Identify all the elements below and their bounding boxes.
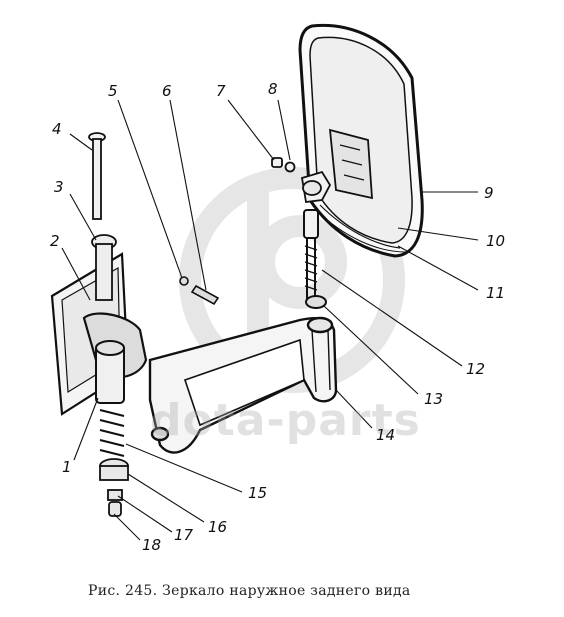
- mirror-housing: [298, 23, 424, 258]
- leader-lines: [61, 99, 479, 541]
- watermark-text: dota-parts: [150, 395, 421, 446]
- callout-11: 11: [486, 284, 506, 302]
- callout-6: 6: [162, 82, 172, 100]
- figure-caption: Рис. 245. Зеркало наружное заднего вида: [88, 583, 411, 599]
- callout-17: 17: [174, 526, 194, 544]
- callout-14: 14: [376, 426, 396, 444]
- callout-3: 3: [54, 178, 64, 196]
- callout-5: 5: [108, 82, 118, 100]
- hinge-body: [95, 340, 125, 404]
- callout-15: 15: [248, 484, 268, 502]
- callout-18: 18: [142, 536, 162, 554]
- bushing: [91, 234, 117, 301]
- callout-4: 4: [52, 120, 62, 138]
- callout-16: 16: [208, 518, 228, 536]
- callout-13: 13: [424, 390, 444, 408]
- callout-7: 7: [216, 82, 226, 100]
- callout-2: 2: [50, 232, 60, 250]
- callout-9: 9: [484, 184, 494, 202]
- washer-and-nut: [99, 458, 129, 517]
- callout-10: 10: [486, 232, 506, 250]
- ball-joint: [271, 157, 332, 204]
- spring: [99, 409, 125, 457]
- callout-1: 1: [62, 458, 72, 476]
- screw-and-washer: [179, 276, 220, 306]
- bolt: [88, 132, 106, 220]
- callout-8: 8: [268, 80, 278, 98]
- callout-12: 12: [466, 360, 486, 378]
- rod-and-spring: [303, 209, 327, 309]
- bracket-arm: [148, 316, 338, 454]
